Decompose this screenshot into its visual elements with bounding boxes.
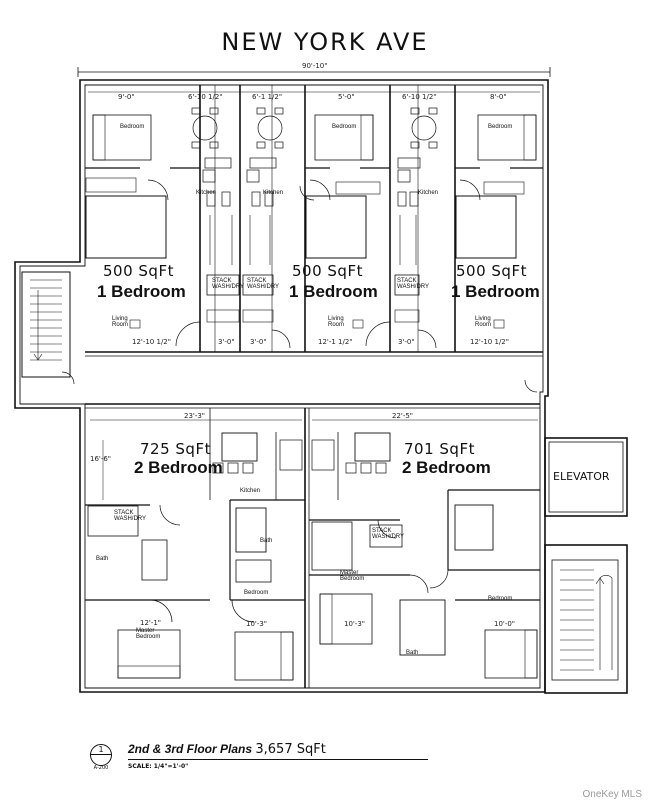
room-bedroom-2: Bedroom xyxy=(332,124,357,130)
dim-bottom-1: 12'-10 1/2" xyxy=(132,338,171,346)
stack-label-4: STACK WASH/DRY xyxy=(114,510,147,522)
unit-2-type: 1 Bedroom xyxy=(289,282,378,301)
unit-1-type: 1 Bedroom xyxy=(97,282,186,301)
overall-dimension: 90'-10" xyxy=(302,62,328,70)
stack-label-2: STACK WASH/DRY xyxy=(247,278,280,290)
unit-4-type: 2 Bedroom xyxy=(134,458,223,477)
plan-title: 2nd & 3rd Floor Plans 3,657 SqFt xyxy=(128,742,326,757)
dim-bottom-3: 3'-0" xyxy=(250,338,267,346)
dim-top-2: 6'-10 1/2" xyxy=(188,93,223,101)
title-block: 1 A-200 2nd & 3rd Floor Plans 3,657 SqFt… xyxy=(90,742,490,778)
unit-1-sqft: 500 SqFt xyxy=(103,262,174,280)
unit-2-sqft: 500 SqFt xyxy=(292,262,363,280)
stack-label-5: STACK WASH/DRY xyxy=(372,528,405,540)
dim-unit5-width: 22'-5" xyxy=(392,412,414,420)
room-living-1: Living Room xyxy=(112,316,129,328)
title-underline xyxy=(128,759,428,760)
room-bedroom-3: Bedroom xyxy=(488,124,513,130)
unit-5-type: 2 Bedroom xyxy=(402,458,491,477)
dim-bed-master2: 10'-3" xyxy=(344,620,366,628)
room-kitchen-3: Kitchen xyxy=(418,190,439,196)
sheet-number: A-200 xyxy=(93,765,109,771)
dim-top-5: 6'-10 1/2" xyxy=(402,93,437,101)
dim-bottom-6: 12'-10 1/2" xyxy=(470,338,509,346)
unit-3-sqft: 500 SqFt xyxy=(456,262,527,280)
room-living-3: Living Room xyxy=(475,316,492,328)
unit-5-sqft: 701 SqFt xyxy=(404,440,475,458)
detail-number: 1 xyxy=(98,745,104,754)
room-bedroom-1: Bedroom xyxy=(120,124,145,130)
dim-unit4-vertical: 16'-6" xyxy=(90,455,112,463)
room-bath-1: Bath xyxy=(96,556,109,562)
dim-bottom-5: 3'-0" xyxy=(398,338,415,346)
watermark: OneKey MLS xyxy=(582,789,642,800)
dim-bottom-4: 12'-1 1/2" xyxy=(318,338,353,346)
stack-label-3: STACK WASH/DRY xyxy=(397,278,430,290)
room-bedroom-5: Bedroom xyxy=(488,596,513,602)
dim-bed-left: 12'-1" xyxy=(140,619,162,627)
dim-bottom-2: 3'-0" xyxy=(218,338,235,346)
stack-label-1: STACK WASH/DRY xyxy=(212,278,245,290)
detail-divider xyxy=(90,754,112,755)
detail-circle xyxy=(90,744,112,766)
room-master-bedroom-2: Master Bedroom xyxy=(340,570,365,582)
room-bath-2: Bath xyxy=(260,538,273,544)
room-master-bedroom-1: Master Bedroom xyxy=(136,628,161,640)
dim-bed-mid: 10'-3" xyxy=(246,620,268,628)
dim-bed-right: 10'-0" xyxy=(494,620,516,628)
elevator-label: ELEVATOR xyxy=(553,470,610,483)
room-kitchen-4: Kitchen xyxy=(240,488,261,494)
room-bath-3: Bath xyxy=(406,650,419,656)
room-kitchen-2: Kitchen xyxy=(263,190,284,196)
dim-unit4-width: 23'-3" xyxy=(184,412,206,420)
plan-total-sqft: 3,657 SqFt xyxy=(255,742,326,757)
unit-4-sqft: 725 SqFt xyxy=(140,440,211,458)
dim-top-3: 6'-1 1/2" xyxy=(252,93,283,101)
dim-top-4: 5'-0" xyxy=(338,93,355,101)
room-living-2: Living Room xyxy=(328,316,345,328)
dim-top-6: 8'-0" xyxy=(490,93,507,101)
room-kitchen-1: Kitchen xyxy=(196,190,217,196)
street-name: NEW YORK AVE xyxy=(221,28,429,56)
room-bedroom-4: Bedroom xyxy=(244,590,269,596)
plan-scale: SCALE: 1/4"=1'-0" xyxy=(128,763,189,770)
plan-title-text: 2nd & 3rd Floor Plans xyxy=(128,742,253,756)
dim-top-1: 9'-0" xyxy=(118,93,135,101)
unit-3-type: 1 Bedroom xyxy=(451,282,540,301)
